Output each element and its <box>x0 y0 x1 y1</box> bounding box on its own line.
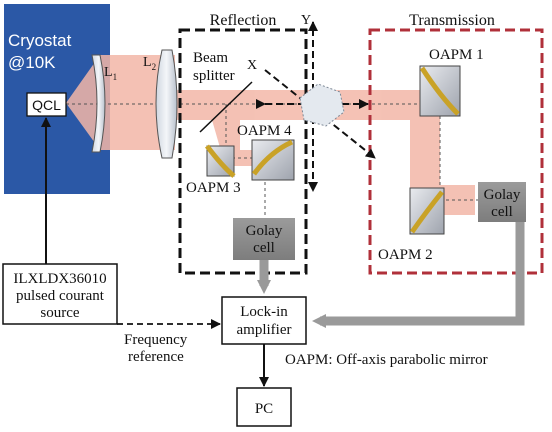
oapm4-label: OAPM 4 <box>237 123 292 139</box>
pc-label: PC <box>255 401 273 417</box>
reflection-frame <box>178 28 308 275</box>
lens-l1-label: L1 <box>104 65 117 82</box>
signal-arrow-transmission <box>312 222 525 328</box>
frequency-label-line2: reference <box>128 349 184 365</box>
lockin-label-line2: amplifier <box>237 322 292 338</box>
beam-splitter-label-line1: Beam <box>193 50 228 66</box>
lens-l2 <box>155 49 178 159</box>
qcl-label: QCL <box>32 97 61 113</box>
golay-cell-reflection <box>233 218 295 260</box>
oapm3-label: OAPM 3 <box>186 180 241 196</box>
source-box <box>2 263 118 325</box>
lens-l2-label: L2 <box>143 55 156 72</box>
pc-box <box>236 387 292 427</box>
qcl-box <box>26 92 67 117</box>
golay-transmission-label-line1: Golay <box>484 187 521 203</box>
golay-reflection-label-line1: Golay <box>246 223 283 239</box>
x-axis-label: X <box>247 58 257 73</box>
source-label-line1: ILXLDX36010 <box>13 271 106 287</box>
oapm2-label: OAPM 2 <box>378 247 433 263</box>
source-label-line2: pulsed courant <box>16 288 105 304</box>
reflection-label: Reflection <box>210 12 277 29</box>
source-label-line3: source <box>40 305 79 321</box>
y-axis-arrow-tail <box>308 182 318 192</box>
oapm1-label: OAPM 1 <box>429 47 484 63</box>
sample <box>299 83 345 127</box>
beam-splitter <box>199 81 253 133</box>
golay-reflection-label-line2: cell <box>253 240 275 256</box>
oapm4-mirror <box>251 139 295 181</box>
golay-transmission-label-line2: cell <box>491 204 513 220</box>
frequency-label-line1: Frequency <box>124 332 188 348</box>
lockin-label-line1: Lock-in <box>240 304 288 320</box>
golay-cell-transmission <box>478 182 526 222</box>
oapm-legend-note: OAPM: Off-axis parabolic mirror <box>285 352 488 368</box>
lockin-box <box>221 296 307 345</box>
beam-splitter-label-line2: splitter <box>193 68 235 84</box>
transmission-label: Transmission <box>409 12 495 29</box>
cryostat-label-line1: Cryostat <box>8 31 72 50</box>
lens-l1 <box>91 54 106 153</box>
y-axis-label: Y <box>301 13 311 28</box>
cryostat-label-line2: @10K <box>8 53 56 72</box>
